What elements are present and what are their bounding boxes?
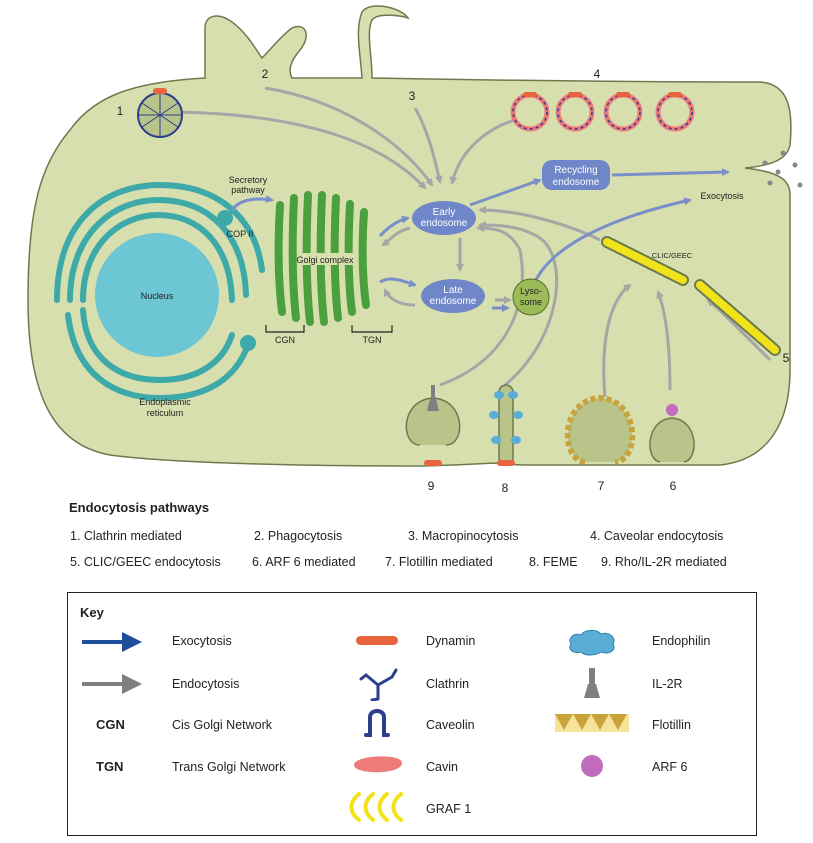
flotillin-icon — [555, 714, 629, 732]
lysosome-label: Lyso- — [520, 286, 542, 296]
recycling-endosome-label: Recycling — [554, 165, 597, 176]
er-label-2: reticulum — [147, 408, 184, 418]
cgn-label: CGN — [275, 335, 295, 345]
gray-arrow-icon — [82, 674, 142, 694]
secretory-arrow — [230, 195, 274, 211]
er-label: Endoplasmic — [139, 397, 191, 407]
cavin-icon — [354, 756, 402, 773]
legend-abbr-cgn: CGN — [96, 717, 125, 732]
feme-tubule — [489, 384, 523, 466]
late-endosome-label: Late — [443, 285, 463, 296]
il2r-vesicle — [405, 385, 461, 466]
legend-box — [67, 592, 757, 836]
flotillin-vesicle — [564, 394, 636, 465]
late-endosome-label-2: endosome — [430, 296, 477, 307]
nucleus — [95, 233, 219, 357]
pathway-item: 5. CLIC/GEEC endocytosis — [70, 555, 221, 569]
exocytosis-vesicles — [762, 150, 803, 188]
tgn-bracket — [351, 325, 393, 333]
pathway-item: 4. Caveolar endocytosis — [590, 529, 724, 543]
legend-label-exocytosis: Exocytosis — [172, 634, 232, 648]
clathrin-icon — [359, 668, 398, 701]
legend-label-endocytosis: Endocytosis — [172, 677, 240, 691]
pathway-item: 1. Clathrin mediated — [70, 529, 182, 543]
caveolae — [510, 92, 695, 132]
il2r-icon — [584, 668, 600, 698]
pathway-item: 6. ARF 6 mediated — [252, 555, 356, 569]
endoplasmic-reticulum — [54, 181, 265, 402]
pathway-number-2: 2 — [262, 67, 269, 81]
pathway-number-6: 6 — [670, 479, 677, 493]
recycling-endosome-label-2: endosome — [553, 177, 600, 188]
clathrin-vesicle — [137, 88, 183, 138]
pathway-number-8: 8 — [502, 481, 509, 495]
pathway-number-5: 5 — [783, 351, 790, 365]
clic-label: CLIC/GEEC — [652, 251, 693, 260]
pathway-item: 8. FEME — [529, 555, 578, 569]
legend-label-cavin: Cavin — [426, 760, 458, 774]
lysosome-label-2: some — [520, 297, 542, 307]
legend-label-il2r: IL-2R — [652, 677, 683, 691]
exocytosis-label: Exocytosis — [700, 191, 744, 201]
early-endosome-label-2: endosome — [421, 218, 468, 229]
cop-label: COP II — [227, 229, 254, 239]
legend-abbr-tgn: TGN — [96, 759, 124, 774]
pathway-item: 2. Phagocytosis — [254, 529, 343, 543]
legend-label-tgn: Trans Golgi Network — [172, 760, 286, 774]
legend-label-arf6: ARF 6 — [652, 760, 688, 774]
endocytosis-cell-diagram: Nucleus Endoplasmic reticulum COP II Sec… — [27, 5, 803, 495]
legend-label-dynamin: Dynamin — [426, 634, 476, 648]
endophilin-icon — [569, 629, 615, 656]
pathway-number-4: 4 — [594, 67, 601, 81]
pathway-item: 7. Flotillin mediated — [385, 555, 493, 569]
legend-label-cgn: Cis Golgi Network — [172, 718, 273, 732]
graf1-icon — [349, 792, 403, 822]
legend-label-caveolin: Caveolin — [426, 718, 475, 732]
pathway-number-7: 7 — [598, 479, 605, 493]
clic-geec-tubules — [601, 236, 781, 356]
cell-membrane — [27, 5, 792, 467]
blue-arrow-icon — [82, 632, 142, 652]
er-vesicle — [240, 335, 256, 351]
arf6-icon — [581, 755, 603, 777]
lysosome — [512, 278, 550, 316]
golgi-label: Golgi complex — [296, 255, 354, 265]
cop-vesicle — [217, 210, 233, 226]
secretory-label-2: pathway — [231, 185, 265, 195]
recycling-endosome — [542, 160, 610, 190]
legend-title: Key — [80, 605, 104, 620]
arf6-vesicle — [649, 404, 695, 463]
legend-label-clathrin: Clathrin — [426, 677, 470, 691]
caveolin-icon — [364, 709, 390, 737]
legend-label-graf1: GRAF 1 — [426, 802, 472, 816]
pathway-item: 9. Rho/IL-2R mediated — [601, 555, 727, 569]
tgn-label: TGN — [363, 335, 382, 345]
legend-label-endophilin: Endophilin — [652, 634, 711, 648]
pathways-title: Endocytosis pathways — [69, 500, 210, 515]
late-endosome — [421, 279, 485, 313]
nucleus-label: Nucleus — [141, 291, 174, 301]
secretory-label: Secretory — [229, 175, 268, 185]
pathway-number-3: 3 — [409, 89, 416, 103]
legend-label-flotillin: Flotillin — [652, 718, 691, 732]
early-endosome-label: Early — [433, 207, 456, 218]
pathway-number-9: 9 — [428, 479, 435, 493]
exocytosis-arrows — [378, 168, 730, 312]
early-endosome — [412, 201, 476, 235]
pathway-number-1: 1 — [117, 104, 124, 118]
dynamin-icon — [356, 636, 398, 645]
endocytosis-arrows — [179, 86, 772, 398]
pathway-item: 3. Macropinocytosis — [408, 529, 519, 543]
cgn-bracket — [265, 325, 305, 333]
